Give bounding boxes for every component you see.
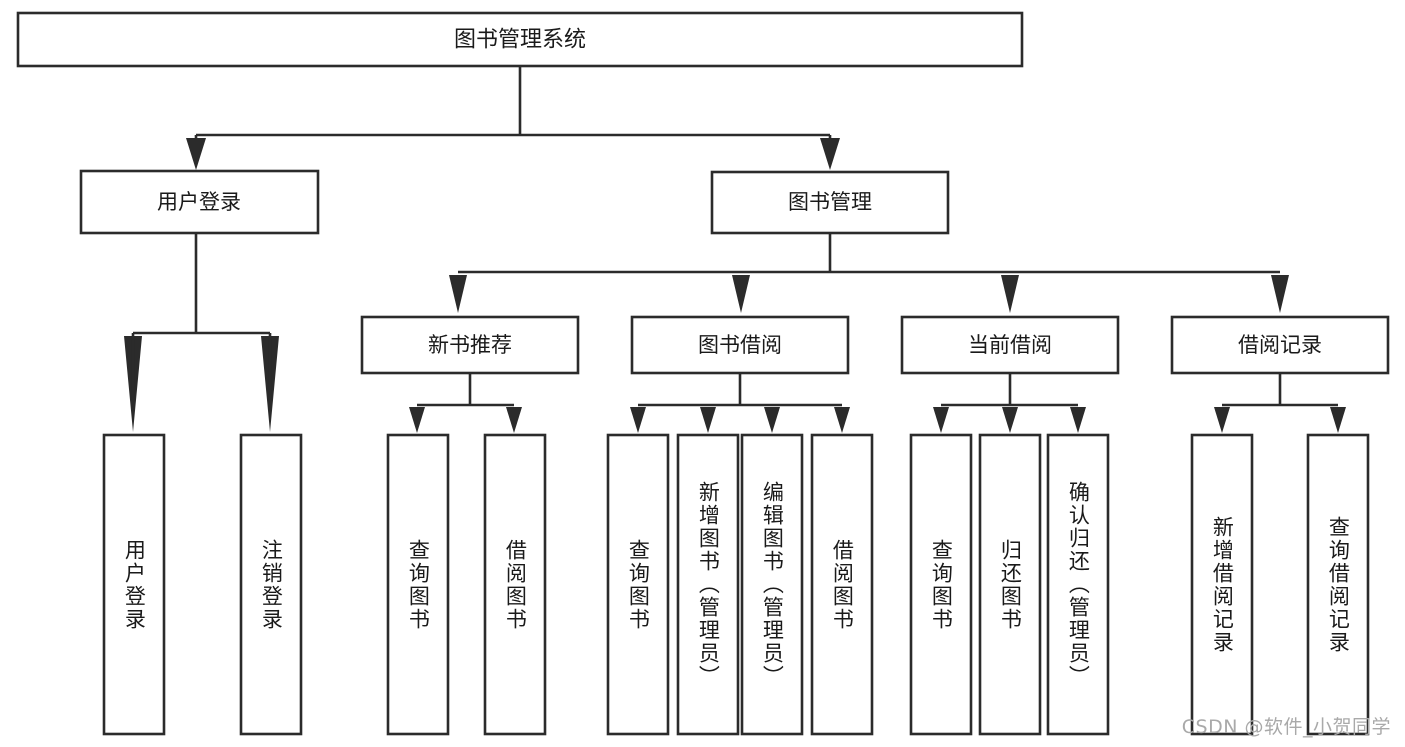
connectors-bookmanage-children (449, 233, 1289, 313)
node-book-manage[interactable]: 图书管理 (710, 170, 950, 235)
arrowhead-leaf-rec-borrow (506, 407, 522, 433)
node-root-label: 图书管理系统 (454, 28, 586, 53)
arrowhead-leaf-borrow-edit (764, 407, 780, 433)
arrowhead-borrowrecord (1271, 275, 1289, 313)
leaf-box-borrow-add[interactable] (676, 433, 740, 736)
arrowhead-newbookrec (449, 275, 467, 313)
node-borrow-record[interactable]: 借阅记录 (1170, 315, 1390, 375)
leaf-box-cur-confirm[interactable] (1046, 433, 1110, 736)
leaf-box-user-login[interactable] (102, 433, 166, 736)
arrowhead-bookborrow (732, 275, 750, 313)
node-borrow-record-label: 借阅记录 (1238, 333, 1322, 357)
leaf-box-borrow-edit[interactable] (740, 433, 804, 736)
arrowhead-leaf-cur-query (933, 407, 949, 433)
leaf-box-rec-search[interactable] (1306, 433, 1370, 736)
connectors-level1 (186, 66, 840, 170)
connectors-newbookrec-children (409, 373, 522, 433)
connectors-borrowrecord-children (1214, 373, 1346, 433)
leaf-box-cur-return[interactable] (978, 433, 1042, 736)
leaf-box-rec-query[interactable] (386, 433, 450, 736)
connectors-userlogin-children (124, 233, 279, 432)
node-book-borrow-box[interactable] (630, 315, 850, 375)
node-new-book-rec[interactable]: 新书推荐 (360, 315, 580, 375)
node-new-book-rec-box[interactable] (360, 315, 580, 375)
arrowhead-leaf-borrow-borrow (834, 407, 850, 433)
node-user-login-label: 用户登录 (157, 190, 241, 214)
node-user-login[interactable]: 用户登录 (79, 169, 320, 235)
node-new-book-rec-label: 新书推荐 (428, 333, 512, 357)
node-book-borrow-label: 图书借阅 (698, 333, 782, 357)
arrowhead-leaf-cur-confirm (1070, 407, 1086, 433)
arrowhead-leaf-rec-add (1214, 407, 1230, 433)
watermark-text: CSDN @软件_小贺同学 (1181, 716, 1391, 738)
arrowhead-leaf-borrow-add (700, 407, 716, 433)
arrowhead-leaf-cur-return (1002, 407, 1018, 433)
arrowhead-bookmanage (820, 138, 840, 170)
node-book-borrow[interactable]: 图书借阅 (630, 315, 850, 375)
node-user-login-box[interactable] (79, 169, 320, 235)
node-current-borrow-box[interactable] (900, 315, 1120, 375)
node-current-borrow-label: 当前借阅 (968, 333, 1052, 357)
node-borrow-record-box[interactable] (1170, 315, 1390, 375)
node-current-borrow[interactable]: 当前借阅 (900, 315, 1120, 375)
leaf-boxes (102, 433, 1370, 736)
leaf-box-rec-borrow[interactable] (483, 433, 547, 736)
leaf-box-logout[interactable] (239, 433, 303, 736)
leaf-box-rec-add[interactable] (1190, 433, 1254, 736)
arrowhead-leaf-rec-query (409, 407, 425, 433)
node-root[interactable]: 图书管理系统 (16, 11, 1024, 68)
leaf-box-borrow-query[interactable] (606, 433, 670, 736)
node-root-box[interactable] (16, 11, 1024, 68)
arrowhead-currentborrow (1001, 275, 1019, 313)
connectors-currentborrow-children (933, 373, 1086, 433)
node-book-manage-box[interactable] (710, 170, 950, 235)
node-book-manage-label: 图书管理 (788, 190, 872, 214)
connectors-bookborrow-children (630, 373, 850, 433)
leaf-box-borrow-borrow[interactable] (810, 433, 874, 736)
arrowhead-leaf-rec-search (1330, 407, 1346, 433)
leaf-box-cur-query[interactable] (909, 433, 973, 736)
arrowhead-userlogin (186, 138, 206, 170)
arrowhead-leaf-borrow-query (630, 407, 646, 433)
